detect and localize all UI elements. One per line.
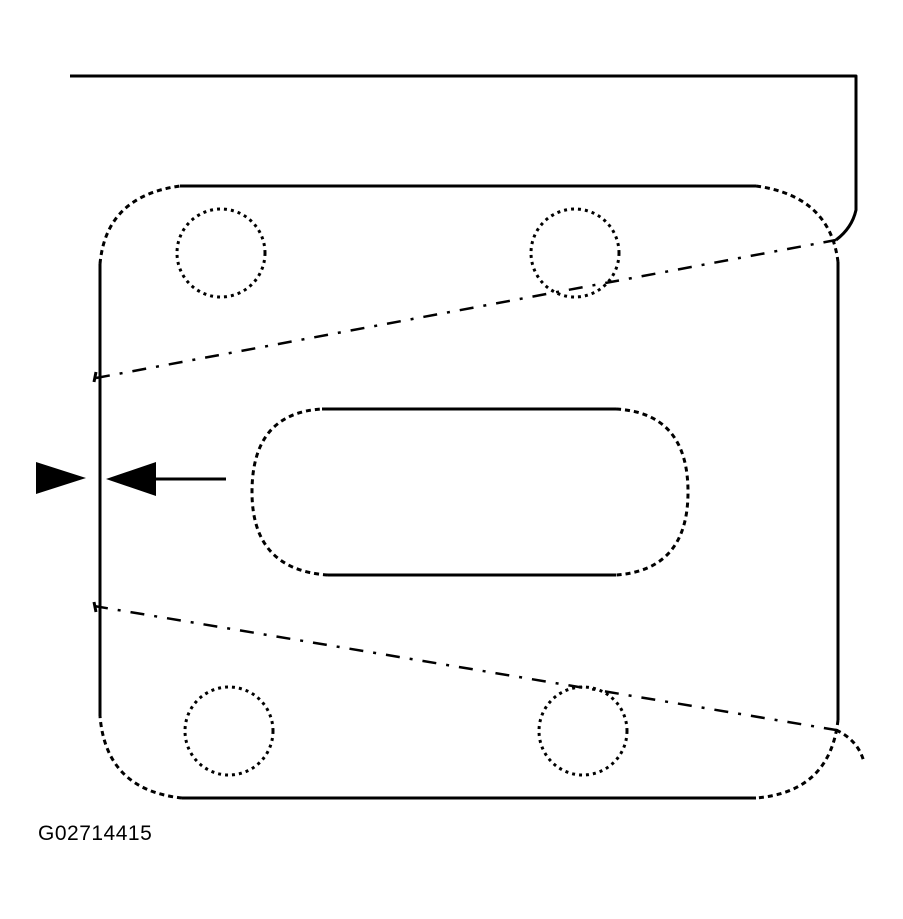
section-line-lower (93, 604, 837, 732)
figure-id-label: G02714415 (38, 822, 153, 845)
arrow-head-icon (106, 462, 156, 496)
bolt-hole-top-left (175, 207, 267, 299)
gasket-corner-bottom-right (755, 719, 840, 800)
port-oval-left-end (250, 407, 329, 577)
section-tick-lower-left (92, 601, 98, 613)
bolt-hole-bottom-right (537, 685, 629, 777)
section-tick-upper-left (92, 371, 98, 383)
section-line-upper (95, 238, 837, 380)
gasket-corner-top-right (755, 184, 840, 263)
port-oval-right-end (615, 407, 690, 577)
bolt-hole-top-right (529, 207, 621, 299)
bolt-hole-bottom-left (183, 685, 275, 777)
arrow-tail-marker-icon (36, 462, 86, 494)
callout-leader-line (70, 74, 858, 242)
callout-break-lower (835, 728, 866, 763)
gasket-corner-top-left (98, 184, 181, 265)
gasket-corner-bottom-left (98, 715, 183, 800)
